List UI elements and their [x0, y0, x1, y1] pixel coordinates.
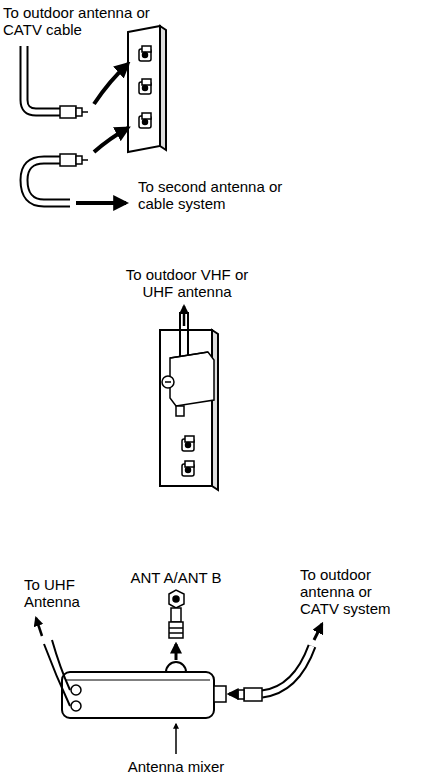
coax-cable [262, 646, 312, 694]
f-connector [139, 79, 151, 94]
ant-terminal [169, 627, 183, 629]
coax-cable [24, 154, 88, 203]
ant-terminal [169, 622, 183, 638]
wall-plate [160, 26, 166, 150]
f-connector [186, 443, 191, 448]
callout-label: ANT A/ANT B [130, 569, 221, 586]
direction-arrow [36, 618, 42, 636]
f-connector [139, 113, 151, 128]
twin-lead [44, 640, 70, 706]
twin-lead-adapter [162, 312, 214, 416]
coax-cable [76, 108, 82, 116]
f-connector [139, 46, 151, 61]
direction-arrow [183, 306, 186, 326]
wall-plate [128, 26, 166, 152]
coax-cable [82, 159, 88, 161]
wall-plate [128, 26, 160, 152]
twin-lead-adapter [170, 352, 208, 358]
f-connector [143, 53, 148, 58]
direction-arrow [175, 644, 178, 660]
coax-cable [238, 690, 244, 699]
coax-cable [244, 688, 262, 701]
twin-lead-adapter [187, 312, 189, 358]
f-connector [142, 46, 151, 52]
coax-cable [238, 646, 312, 701]
antenna-mixer [214, 686, 226, 702]
callout-label: To UHF Antenna [24, 576, 94, 610]
f-connector [143, 86, 148, 91]
twin-lead-adapter [176, 406, 184, 416]
direction-arrow [229, 693, 236, 696]
antenna-mixer [71, 685, 81, 695]
ant-terminal [173, 596, 179, 602]
f-connector [139, 46, 151, 128]
twin-lead [52, 640, 70, 690]
f-connector [182, 436, 194, 476]
coax-cable [76, 156, 82, 164]
f-connector [182, 461, 194, 476]
twin-lead-adapter [179, 312, 181, 358]
callout-label: To outdoor antenna or CATV cable [3, 4, 153, 38]
twin-lead-adapter [170, 352, 214, 406]
leader-arrow [175, 724, 177, 754]
f-connector [185, 461, 194, 467]
f-connector [185, 436, 194, 442]
coax-cable [24, 46, 62, 112]
direction-arrow [94, 128, 128, 152]
f-connector [182, 436, 194, 451]
antenna-mixer [62, 662, 226, 718]
antenna-mixer [166, 662, 186, 672]
callout-label: Antenna mixer [128, 758, 225, 775]
antenna-mixer [71, 701, 81, 711]
coax-cable [24, 46, 62, 112]
callout-label: To outdoor antenna or CATV system [300, 566, 408, 617]
f-connector [186, 468, 191, 473]
f-connector [142, 79, 151, 85]
coax-cable [82, 111, 88, 113]
coax-cable [60, 154, 76, 166]
direction-arrow [314, 624, 322, 640]
callout-label: To outdoor VHF or UHF antenna [122, 266, 252, 300]
ant-terminal [169, 632, 183, 634]
f-connector [143, 120, 148, 125]
coax-cable [262, 646, 312, 694]
ant-terminal [169, 590, 184, 638]
direction-arrow [94, 64, 128, 104]
twin-lead-adapter [162, 376, 174, 388]
coax-cable [24, 46, 88, 118]
wall-plate [212, 330, 218, 490]
twin-lead-adapter [165, 381, 171, 383]
coax-cable [60, 106, 76, 118]
antenna-mixer [62, 672, 214, 718]
antenna-mixer [66, 680, 210, 681]
f-connector [142, 113, 151, 119]
direction-arrow [76, 201, 126, 205]
ant-terminal [171, 608, 181, 622]
ant-terminal [169, 590, 184, 608]
twin-lead [44, 644, 70, 706]
callout-label: To second antenna or cable system [138, 178, 288, 212]
